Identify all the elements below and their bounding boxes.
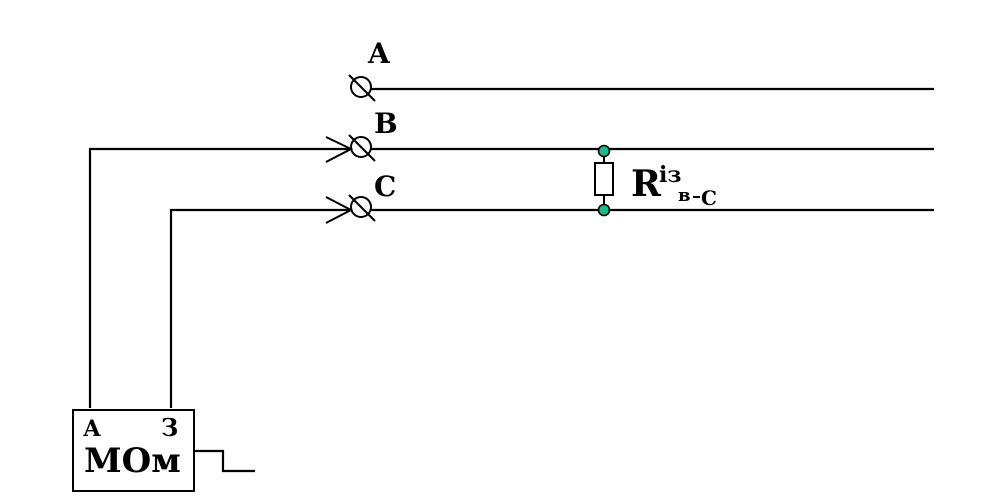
meter-name: МОм [84, 441, 181, 481]
resistor-subscript-right: C [701, 186, 717, 210]
terminal-a [348, 74, 376, 102]
phase-c-label: C [374, 170, 396, 203]
ground-lead [194, 449, 255, 473]
resistor-subscript-left: в [678, 185, 691, 206]
resistor-label: R із в C [631, 162, 717, 210]
meter-terminal-3-label: З [161, 413, 178, 442]
node-c-dot [597, 203, 611, 217]
phase-a-label: A [367, 37, 391, 70]
meter-terminal-a-label: А [83, 416, 101, 442]
meter-lead-to-b [88, 147, 351, 408]
resistor-superscript: із [659, 162, 681, 188]
resistor-symbol: R [631, 163, 662, 205]
meter-lead-to-c [169, 208, 351, 408]
megohmmeter: А З МОм [72, 409, 195, 492]
phase-b-label: B [374, 107, 398, 140]
insulation-resistor [594, 144, 614, 217]
node-b-dot [597, 144, 611, 158]
